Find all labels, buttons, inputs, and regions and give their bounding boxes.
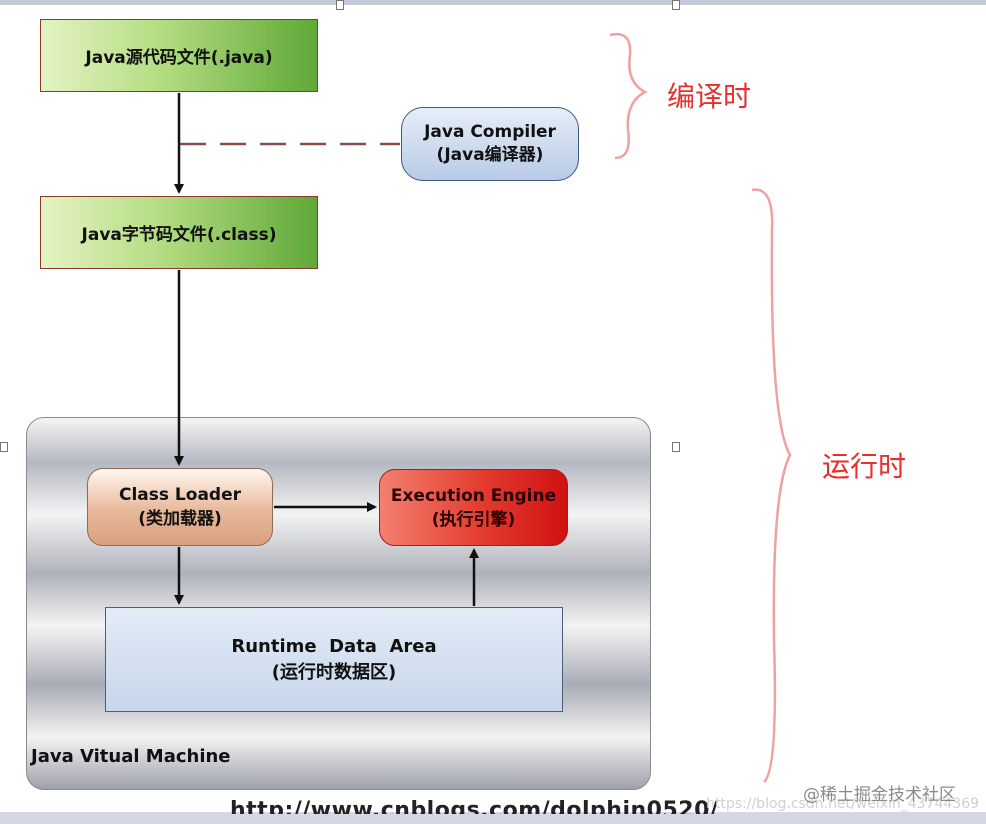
java-bytecode-file-label: Java字节码文件(.class): [81, 225, 277, 245]
java-bytecode-file-box: Java字节码文件(.class): [40, 196, 318, 269]
compiler-label-en: Java Compiler: [424, 122, 556, 142]
run-time-bracket: [751, 188, 792, 783]
compiler-label-zh: (Java编译器): [436, 145, 544, 165]
class-loader-box: Class Loader (类加载器): [87, 468, 273, 546]
java-source-file-box: Java源代码文件(.java): [40, 19, 318, 92]
watermark-url: https://blog.csdn.net/weixin_43744369: [706, 796, 980, 812]
java-source-file-label: Java源代码文件(.java): [85, 48, 273, 68]
java-compiler-box: Java Compiler (Java编译器): [401, 107, 579, 181]
selection-handle[interactable]: [672, 0, 680, 10]
compile-time-label: 编译时: [667, 80, 752, 113]
watermark: @稀土掘金技术社区: [803, 785, 956, 805]
compile-time-bracket: [609, 32, 648, 160]
class-loader-label-en: Class Loader: [119, 485, 241, 505]
jvm-label: Java Vitual Machine: [31, 746, 231, 767]
selection-handle[interactable]: [336, 0, 344, 10]
runtime-data-area-label-zh: (运行时数据区): [271, 661, 397, 683]
top-frame-bar: [0, 0, 986, 5]
execution-engine-label-en: Execution Engine: [390, 485, 557, 506]
execution-engine-box: Execution Engine (执行引擎): [379, 469, 568, 546]
run-time-label: 运行时: [822, 450, 907, 483]
runtime-data-area-label-en: Runtime Data Area: [231, 635, 437, 657]
source-url: http://www.cnblogs.com/dolphin0520/: [230, 798, 719, 814]
execution-engine-label-zh: (执行引擎): [431, 509, 516, 530]
bottom-frame-bar: [0, 812, 986, 824]
runtime-data-area-box: Runtime Data Area (运行时数据区): [105, 607, 563, 712]
selection-handle[interactable]: [0, 442, 8, 452]
class-loader-label-zh: (类加载器): [138, 509, 222, 529]
selection-handle[interactable]: [672, 442, 680, 452]
